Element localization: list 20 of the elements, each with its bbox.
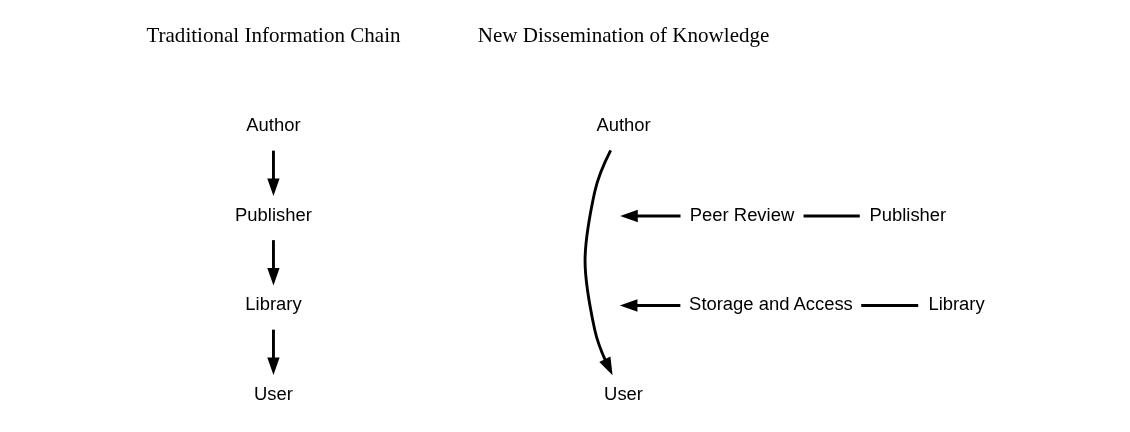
arrow (267, 240, 280, 286)
node-text: Author (596, 114, 651, 136)
arrow (619, 299, 681, 312)
node-text: Publisher (235, 203, 312, 225)
node-text: Peer Review (689, 203, 795, 225)
node-text: User (604, 382, 644, 404)
label: Traditional Information Chain (146, 23, 401, 47)
arrow (267, 150, 280, 197)
node-text: Library (245, 293, 302, 315)
node-text: Publisher (869, 203, 947, 225)
node-text: Storage and Access (689, 293, 853, 315)
arrow (267, 329, 280, 376)
label: New Dissemination of Knowledge (477, 23, 770, 47)
arrow (620, 209, 681, 223)
connector (861, 304, 919, 307)
arrow (583, 149, 613, 376)
node-text: Author (246, 114, 301, 136)
node-text: User (254, 382, 293, 404)
connector (803, 214, 860, 218)
node-text: Library (928, 293, 985, 315)
